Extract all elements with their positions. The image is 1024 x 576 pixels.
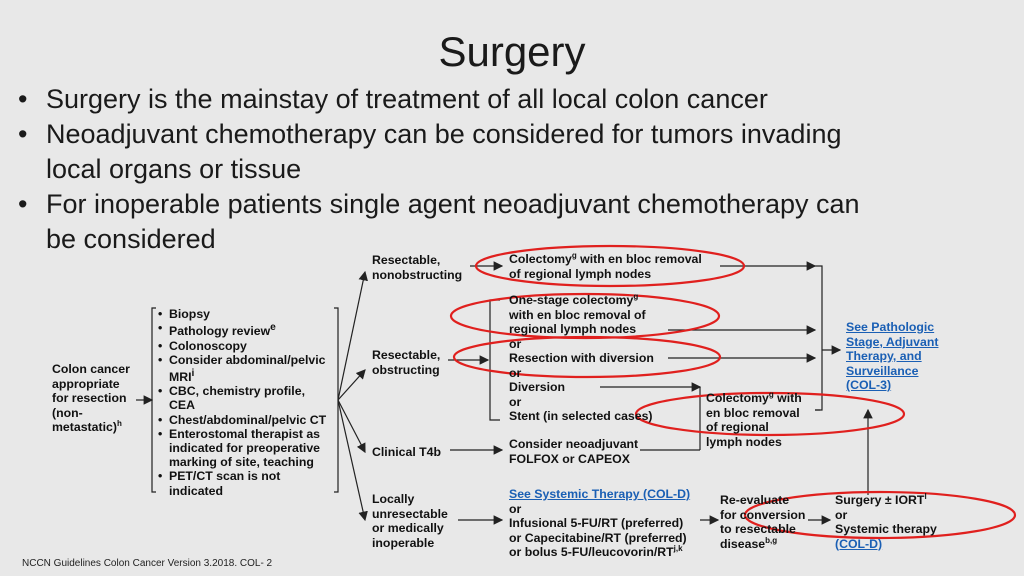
workup-item: indicated for preoperative <box>169 441 321 456</box>
arrow-to-nonobstructing <box>337 270 368 401</box>
arrow-to-t4b <box>337 399 366 454</box>
obstructing-bracket <box>489 299 500 421</box>
bullet-text: Surgery is the mainstay of treatment of … <box>46 84 768 114</box>
bullet-text: For inoperable patients single agent neo… <box>46 189 860 219</box>
bullet-text: be considered <box>46 224 216 254</box>
workup-item: CEA <box>169 398 195 413</box>
workup-item: Chest/abdominal/pelvic CT <box>158 413 326 427</box>
workup-item: Consider abdominal/pelvic <box>158 353 326 367</box>
branch-t4b: Clinical T4b <box>372 445 442 459</box>
workup-item: CBC, chemistry profile, <box>158 384 326 398</box>
start-line: (non- <box>52 405 83 420</box>
footer-citation: NCCN Guidelines Colon Cancer Version 3.2… <box>22 558 273 569</box>
highlight-ellipse <box>474 244 746 288</box>
reevaluate-node: Re-evaluate for conversion to resectable… <box>720 493 806 551</box>
start-line: appropriate <box>52 376 120 391</box>
workup-bracket-right <box>334 307 339 493</box>
systemic-options: See Systemic Therapy (COL-D) or Infusion… <box>509 487 691 559</box>
bullet-item: Surgery is the mainstay of treatment of … <box>18 82 998 117</box>
workup-item: marking of site, teaching <box>169 455 314 470</box>
highlight-ellipse <box>743 490 1017 540</box>
slide-title: Surgery <box>438 28 586 75</box>
workup-bracket <box>151 307 156 493</box>
pathologic-stage-link[interactable]: See Pathologic Stage, Adjuvant Therapy, … <box>846 320 939 392</box>
workup-item: indicated <box>169 483 223 498</box>
highlight-ellipse <box>452 335 722 379</box>
footnote-sup: h <box>116 418 122 428</box>
bullet-list: Surgery is the mainstay of treatment of … <box>18 82 998 257</box>
arrow-to-unresectable <box>337 399 368 522</box>
workup-item: Colonoscopy <box>158 339 326 353</box>
systemic-therapy-link[interactable]: See Systemic Therapy (COL-D) <box>509 487 691 501</box>
branch-nonobstructing: Resectable, nonobstructing <box>372 253 463 282</box>
branch-unresectable: Locally unresectable or medically inoper… <box>372 492 448 550</box>
col-d-link[interactable]: (COL-D) <box>835 536 883 551</box>
colectomy-node: Colectomyg with en bloc removal of regio… <box>509 250 702 281</box>
start-line: Colon cancer <box>52 362 130 376</box>
bullet-text: Neoadjuvant chemotherapy can be consider… <box>46 119 842 149</box>
bullet-item: Neoadjuvant chemotherapy can be consider… <box>18 117 998 187</box>
branch-obstructing: Resectable, obstructing <box>372 348 441 377</box>
workup-item: MRIi <box>169 367 195 384</box>
colectomy-after-diversion: Colectomyg with en bloc removal of regio… <box>706 389 802 449</box>
highlight-ellipse <box>634 391 906 437</box>
surgery-iort-node: Surgery ± IORTl or Systemic therapy (COL… <box>835 491 937 551</box>
workup-list: Biopsy Pathology reviewe Colonoscopy Con… <box>158 307 326 498</box>
right-collector <box>815 265 823 411</box>
bullet-text: local organs or tissue <box>46 154 302 184</box>
neoadjuvant-node: Consider neoadjuvant FOLFOX or CAPEOX <box>509 437 639 466</box>
workup-item: Pathology reviewe <box>158 321 326 338</box>
arrow-to-obstructing <box>337 369 366 401</box>
workup-item: Enterostomal therapist as <box>158 427 326 441</box>
workup-item: PET/CT scan is not <box>158 469 326 483</box>
obstructing-options: One-stage colectomyg with en bloc remova… <box>509 291 654 423</box>
bullet-item: For inoperable patients single agent neo… <box>18 187 998 257</box>
workup-item: Biopsy <box>158 307 326 321</box>
start-line: for resection <box>52 391 127 405</box>
start-line: metastatic) <box>52 420 117 434</box>
start-node: Colon cancer appropriate for resection (… <box>52 362 130 435</box>
